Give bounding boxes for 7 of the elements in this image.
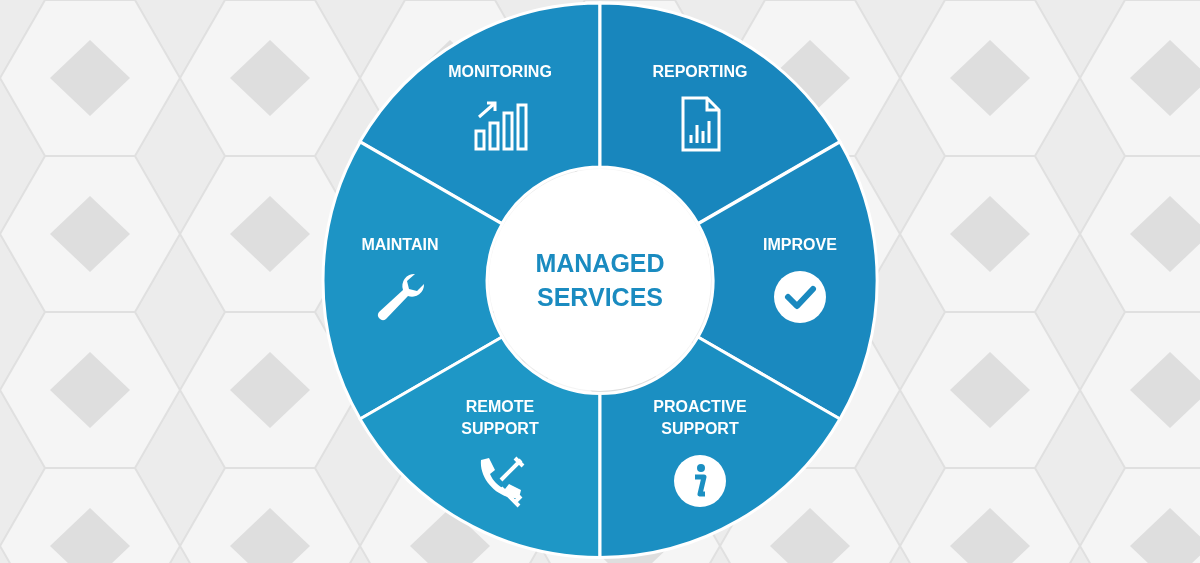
segment-label: REMOTE SUPPORT [460,397,540,440]
segment-label: MAINTAIN [360,235,440,255]
center-title: MANAGED SERVICES [534,248,666,313]
segment-label: REPORTING [651,61,749,82]
segment-label: PROACTIVE SUPPORT [652,397,748,440]
segment-label: MONITORING [447,61,553,82]
segment-label: IMPROVE [762,235,838,255]
